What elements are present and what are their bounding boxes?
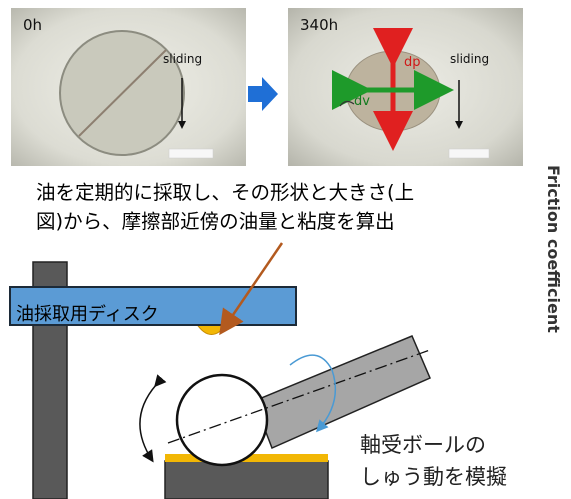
center-line [167,349,431,444]
disk-label: 油採取用ディスク [16,304,159,325]
bearing-ball [175,373,269,467]
swing-arrow [139,374,167,463]
sliding-label: sliding [163,52,203,66]
time-label: 340h [300,16,339,34]
description-line: 油を定期的に採取し、その形状と大きさ(上 [36,181,415,204]
time-label: 0h [23,16,43,34]
bearing-label: 軸受ボールの しゅう動を模擬 [360,429,507,493]
dv-label: dv [354,94,370,109]
base-block [164,460,329,499]
description-line: 図)から、摩擦部近傍の油量と粘度を算出 [36,210,395,233]
bearing-label-line: 軸受ボールの [360,433,486,457]
scratch-line [78,49,167,137]
sliding-label: sliding [450,52,490,66]
micrograph-0h: 0h sliding [11,8,246,166]
bearing-label-line: しゅう動を模擬 [360,465,507,489]
rotation-arrow [289,354,337,433]
micrograph-340h: 340h sliding dp dv [288,8,523,166]
dp-label: dp [404,55,421,70]
description-text: 油を定期的に採取し、その形状と大きさ(上 図)から、摩擦部近傍の油量と粘度を算出 [36,178,414,236]
leader-arrow [219,242,284,336]
progress-arrow-icon [248,77,278,111]
